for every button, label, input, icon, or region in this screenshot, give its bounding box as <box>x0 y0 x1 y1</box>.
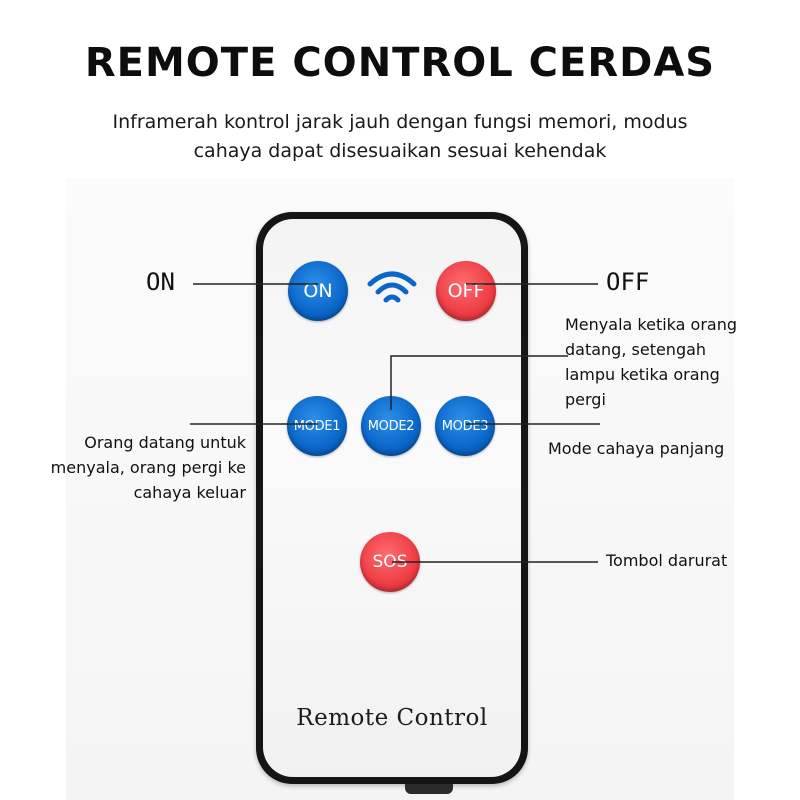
mode1-callout-line-3: cahaya keluar <box>133 483 246 502</box>
mode2-callout-line-1: Menyala ketika orang <box>565 315 737 334</box>
off-button[interactable]: OFF <box>436 261 496 321</box>
mode2-callout-line-4: pergi <box>565 390 606 409</box>
mode1-callout-line-2: menyala, orang pergi ke <box>50 458 246 477</box>
page-subtitle: Inframerah kontrol jarak jauh dengan fun… <box>40 108 760 166</box>
off-button-label: OFF <box>447 280 485 302</box>
mode1-button[interactable]: MODE1 <box>287 396 347 456</box>
mode2-button-label: MODE2 <box>367 418 415 434</box>
off-callout-label: OFF <box>606 268 650 296</box>
mode2-callout-line-2: datang, setengah <box>565 340 707 359</box>
mode2-callout-line <box>390 355 568 410</box>
page-title: REMOTE CONTROL CERDAS <box>84 40 716 86</box>
remote-bottom-edge <box>405 784 453 794</box>
mode3-callout-text: Mode cahaya panjang <box>548 439 725 458</box>
on-callout-label: ON <box>146 268 175 296</box>
on-button-label: ON <box>303 280 333 302</box>
mode1-callout-line-1: Orang datang untuk <box>84 433 246 452</box>
mode3-button[interactable]: MODE3 <box>435 396 495 456</box>
sos-button-label: SOS <box>372 552 408 572</box>
on-button[interactable]: ON <box>288 261 348 321</box>
subtitle-line-2: cahaya dapat disesuaikan sesuai kehendak <box>193 140 607 162</box>
mode3-button-label: MODE3 <box>441 418 489 434</box>
subtitle-line-1: Inframerah kontrol jarak jauh dengan fun… <box>112 111 688 133</box>
mode2-callout-line-3: lampu ketika orang <box>565 365 720 384</box>
sos-callout-text: Tombol darurat <box>606 551 728 570</box>
remote-caption: Remote Control <box>296 705 488 731</box>
wifi-signal-icon <box>367 271 417 303</box>
mode1-button-label: MODE1 <box>293 418 341 434</box>
mode2-callout-text: Menyala ketika orang datang, setengah la… <box>565 312 737 412</box>
mode1-callout-text: Orang datang untuk menyala, orang pergi … <box>8 430 246 505</box>
